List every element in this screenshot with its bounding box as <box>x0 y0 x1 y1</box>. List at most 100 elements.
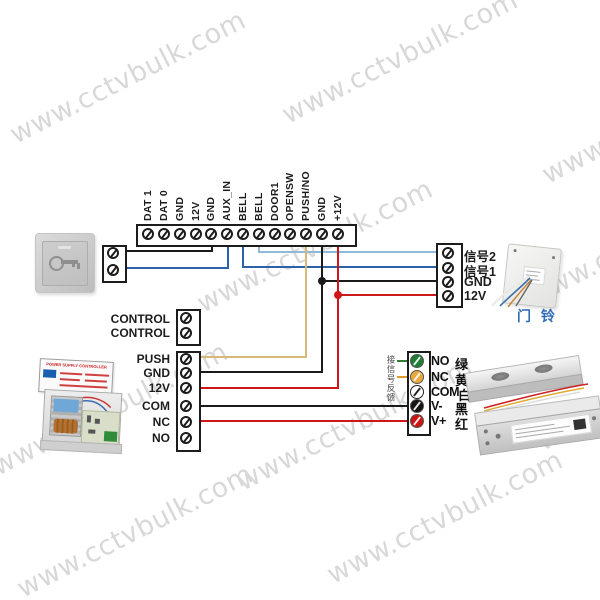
terminal-screw <box>332 228 344 240</box>
wire-reader-auxin <box>122 267 229 269</box>
wire-gnd-to-signal-block <box>321 280 437 282</box>
pin-com-white <box>410 385 424 399</box>
pin-no-green <box>410 354 424 368</box>
terminal-label: BELL <box>253 192 265 221</box>
pin-vplus-red <box>410 414 424 428</box>
doorbell-label: 门 铃 <box>517 308 558 324</box>
power-supply-device: POWER SUPPLY CONTROLLER <box>35 358 123 455</box>
wire-gnd-trunk <box>321 243 323 373</box>
terminal-screw <box>180 432 192 444</box>
terminal-screw <box>221 228 233 240</box>
psu-component <box>86 415 92 423</box>
key-icon-tooth <box>72 263 75 267</box>
indicator-slot <box>58 246 71 249</box>
key-icon <box>49 256 64 271</box>
terminal-screw <box>269 228 281 240</box>
wire-bell-signal2 <box>258 251 437 253</box>
psu-transformer-sticker <box>53 398 79 413</box>
terminal-screw <box>442 290 454 302</box>
terminal-label: DAT 1 <box>142 189 154 221</box>
power-label: COM <box>142 399 170 413</box>
psu-coil <box>53 418 78 434</box>
exit-button-device <box>35 233 95 293</box>
terminal-screw <box>284 228 296 240</box>
terminal-screw <box>174 228 186 240</box>
terminal-screw <box>316 228 328 240</box>
doorbell-wires <box>491 275 533 308</box>
doorbell-screw <box>513 248 517 253</box>
stub-nc-feedback <box>397 376 410 378</box>
psu-title: POWER SUPPLY CONTROLLER <box>46 361 108 370</box>
wire-12v-to-signal-block <box>337 294 437 296</box>
pin-name: V+ <box>431 414 447 428</box>
psu-chassis <box>41 388 123 448</box>
doorbell-screw <box>551 256 556 260</box>
pin-name: V- <box>431 399 443 413</box>
terminal-screw <box>180 353 192 365</box>
wire-gnd-to-psu <box>196 371 323 373</box>
signal-label: GND <box>464 275 492 289</box>
power-label: 12V <box>148 381 170 395</box>
key-icon-shaft <box>61 260 78 264</box>
terminal-label: GND <box>205 196 217 221</box>
watermark-text: www.cctvbulk.com <box>537 44 600 191</box>
wire-bell-signal2-drop <box>258 243 260 253</box>
terminal-label: GND <box>316 196 328 221</box>
signal-label: 信号2 <box>464 250 496 264</box>
wire-reader-auxin-drop <box>227 243 229 269</box>
power-label: NC <box>152 415 170 429</box>
terminal-screw <box>300 228 312 240</box>
power-label: PUSH <box>136 352 170 366</box>
terminal-label: 12V <box>190 201 202 221</box>
terminal-screw <box>237 228 249 240</box>
wire-bell-signal1 <box>242 266 437 268</box>
terminal-screw <box>180 400 192 412</box>
terminal-label: DAT 0 <box>158 189 170 221</box>
terminal-screw <box>180 382 192 394</box>
watermark-text: www.cctvbulk.com <box>322 444 569 591</box>
terminal-screw <box>107 264 119 276</box>
psu-logo <box>42 369 57 378</box>
psu-label-line <box>59 378 80 382</box>
terminal-screw <box>107 247 119 259</box>
terminal-screw <box>205 228 217 240</box>
wire-pushno-to-psu <box>196 356 307 358</box>
wire-12v-trunk <box>337 243 339 389</box>
pin-name: COM <box>431 385 460 399</box>
pin-color-char: 绿 <box>455 357 469 372</box>
terminal-label: +12V <box>332 194 344 221</box>
wire-nc-to-vplus <box>196 420 408 422</box>
control-label: CONTROL <box>110 326 170 340</box>
pin-vminus-black <box>410 399 424 413</box>
terminal-screw <box>442 262 454 274</box>
power-label: NO <box>152 431 170 445</box>
pin-color-char: 红 <box>455 417 469 432</box>
terminal-label: AUX_IN <box>221 180 233 221</box>
terminal-screw <box>190 228 202 240</box>
psu-transformer <box>49 395 84 437</box>
pin-color-char: 黑 <box>455 402 469 417</box>
terminal-label: DOOR1 <box>269 182 281 221</box>
psu-pcb <box>80 410 121 445</box>
terminal-screw <box>253 228 265 240</box>
wire-pushno-drop <box>305 243 307 358</box>
wire-com-to-vminus <box>196 405 408 407</box>
terminal-screw <box>442 276 454 288</box>
wire-bell-signal1-drop <box>242 243 244 268</box>
terminal-label: BELL <box>237 192 249 221</box>
junction-dot-12v <box>334 291 342 299</box>
terminal-label: GND <box>174 196 186 221</box>
psu-component <box>94 418 100 424</box>
terminal-screw <box>180 367 192 379</box>
junction-dot-gnd <box>318 277 326 285</box>
terminal-screw <box>180 327 192 339</box>
stub-no-feedback <box>397 360 410 362</box>
psu-label-line <box>84 379 107 383</box>
watermark-text: www.cctvbulk.com <box>12 458 259 600</box>
terminal-label: OPENSW <box>284 172 296 221</box>
power-label: GND <box>143 366 170 380</box>
sticker-barcode <box>573 418 587 431</box>
pin-name: NC <box>431 370 449 384</box>
terminal-label: PUSH/NO <box>300 171 312 221</box>
